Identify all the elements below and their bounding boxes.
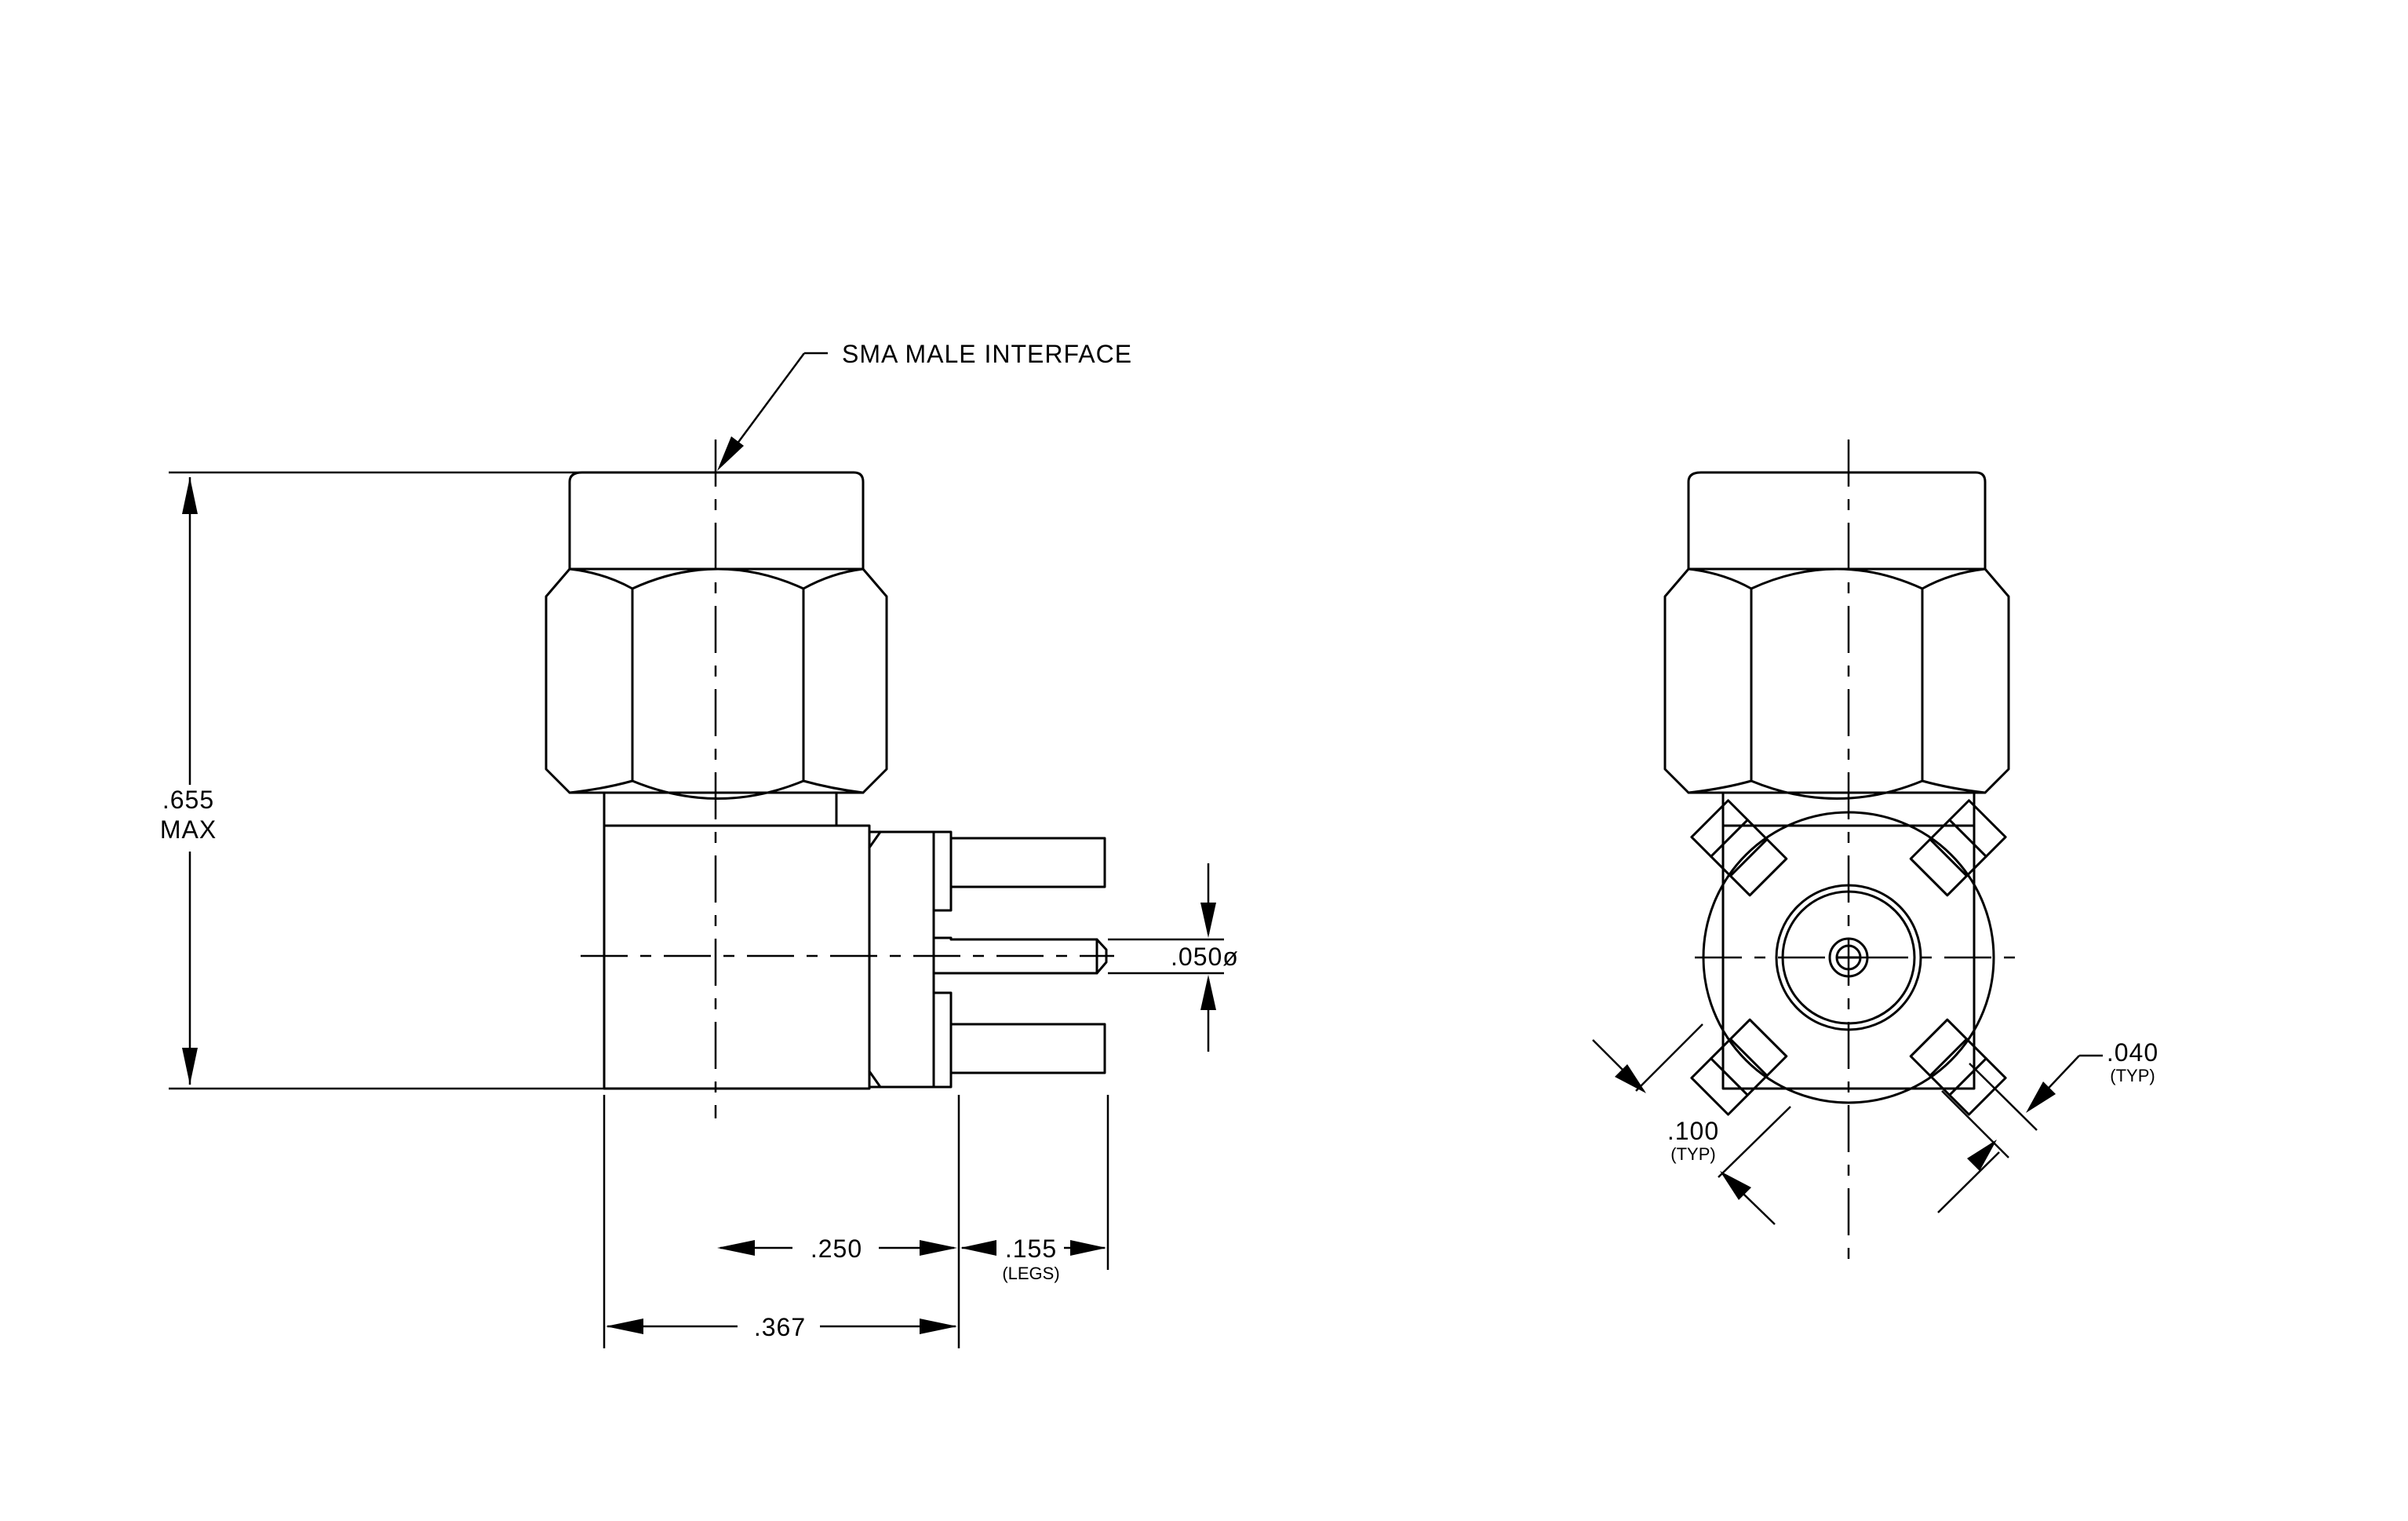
height-max-note: MAX — [160, 815, 217, 844]
leg-length-note: (LEGS) — [1002, 1264, 1059, 1283]
dim-655-arrow-bottom — [182, 1048, 198, 1085]
leader-diagonal — [724, 352, 806, 460]
dim-655-arrow-top — [182, 477, 198, 514]
side-view: .655 MAX .050ø .250 .155 (LEGS) .367 SMA… — [160, 340, 1239, 1348]
dim-250-arrow-left — [717, 1240, 755, 1256]
side-insulator — [868, 830, 935, 1089]
dim-155-arrow-right — [1070, 1240, 1106, 1256]
overall-length-label: .367 — [754, 1313, 806, 1341]
dim-367-arrow-left — [606, 1319, 643, 1334]
dim-100-ext-outer — [1635, 1023, 1703, 1092]
end-view: .100 (TYP) .040 (TYP) — [1592, 440, 2158, 1271]
side-insulator-chamfer-top — [868, 830, 882, 849]
end-coupling-cap — [1687, 471, 1987, 571]
end-leg-bottom-left — [1909, 1018, 2007, 1116]
side-insulator-chamfer-bottom — [868, 1070, 882, 1089]
dim-155-arrow-left — [960, 1240, 996, 1256]
dim-040-arrow-lower — [1967, 1140, 1997, 1171]
leg-length-typ-note: (TYP) — [1670, 1144, 1715, 1164]
end-hex-top-arc — [1687, 567, 1987, 590]
dim-050-arrow-bottom — [1200, 975, 1216, 1010]
side-leg-top — [949, 837, 1106, 888]
dim-040-line-lower — [1937, 1151, 2000, 1213]
leg-width-typ-label: .040 — [2107, 1038, 2158, 1067]
interface-callout: SMA MALE INTERFACE — [842, 340, 1132, 368]
dim-100-arrow-lower — [1720, 1171, 1751, 1200]
end-hex-bottom-arc — [1687, 779, 1987, 800]
side-hex-top-arc — [568, 567, 865, 590]
leg-length-typ-label: .100 — [1667, 1117, 1719, 1145]
dim-040-ext-inner — [1941, 1090, 2009, 1158]
side-leg-bottom — [949, 1023, 1106, 1074]
dim-100-ext-inner — [1718, 1106, 1791, 1178]
leader-arrow — [717, 436, 744, 471]
dim-050-arrow-top — [1200, 903, 1216, 938]
center-spacing-label: .250 — [811, 1235, 862, 1263]
dim-040-arrow-upper — [2026, 1081, 2056, 1113]
side-leg-flange-top — [932, 830, 953, 912]
end-leg-top-left — [1690, 799, 1788, 897]
height-dimension-label: .655 — [162, 786, 214, 814]
pin-diameter-label: .050ø — [1171, 943, 1239, 971]
dim-040-ext-outer — [1969, 1063, 2038, 1131]
end-hex-nut — [1663, 567, 2010, 794]
side-leg-flange-bottom — [932, 991, 953, 1089]
leg-length-label: .155 — [1005, 1235, 1057, 1263]
dim-100-arrow-upper — [1615, 1064, 1646, 1093]
end-leg-top-right — [1909, 799, 2007, 897]
side-body — [603, 824, 871, 1090]
side-hex-bottom-arc — [568, 779, 865, 800]
leg-width-typ-note: (TYP) — [2110, 1066, 2155, 1085]
end-leg-bottom-right — [1690, 1018, 1788, 1116]
dim-367-arrow-right — [920, 1319, 957, 1334]
dim-250-arrow-right — [920, 1240, 957, 1256]
